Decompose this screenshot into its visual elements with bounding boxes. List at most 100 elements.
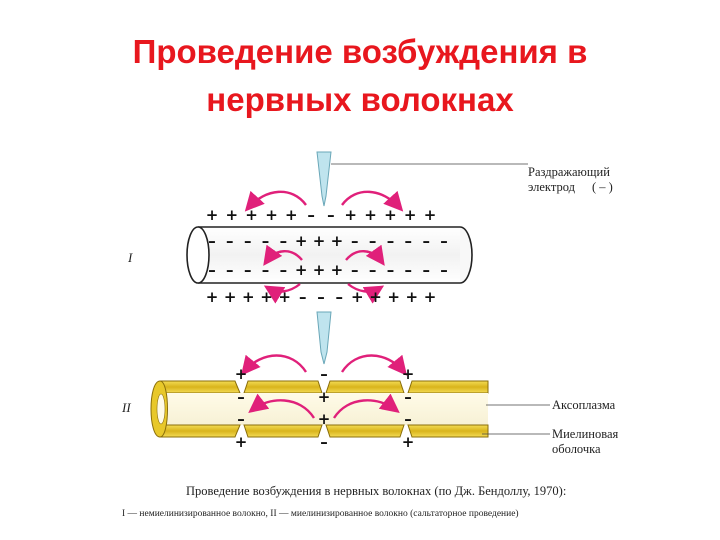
fiber-1-left-end: [186, 226, 210, 284]
charge-sign: –: [422, 261, 430, 279]
roman-label-1: I: [127, 250, 133, 265]
charge-sign: +: [285, 206, 298, 224]
node-charge-sign: +: [318, 388, 331, 406]
node-charge-sign: –: [237, 410, 245, 428]
myelin-label-line-1: Миелиновая: [552, 427, 619, 441]
charge-sign: –: [351, 261, 359, 279]
charge-sign: –: [262, 261, 270, 279]
charge-sign: –: [387, 232, 395, 250]
myelin-bottom-segment-1: [159, 424, 241, 438]
charge-sign: –: [387, 261, 395, 279]
node-charge-sign: +: [402, 365, 415, 383]
arrow-1-bottom-right: [347, 283, 385, 304]
charge-sign: –: [226, 232, 234, 250]
arrow-2-top-right: [340, 354, 408, 376]
caption-line-2: I — немиелинизированное волокно, II — ми…: [122, 508, 519, 519]
node-charge-sign: –: [404, 388, 412, 406]
myelin-label-line-2: оболочка: [552, 442, 601, 456]
myelin-top-segment-1: [159, 380, 241, 394]
fiber-1-outer-top-charges: +++++––+++++: [206, 206, 437, 224]
charge-sign: –: [208, 261, 216, 279]
charge-sign: –: [280, 232, 288, 250]
charge-sign: –: [262, 232, 270, 250]
node-charge-sign: –: [237, 388, 245, 406]
fiber-1-outer-bottom-charges: +++++–––+++++: [206, 288, 437, 306]
arrow-1-top-right: [341, 190, 404, 212]
charge-sign: +: [313, 232, 326, 250]
charge-sign: –: [335, 288, 343, 306]
title-line-1: Проведение возбуждения в: [132, 33, 588, 70]
page-title: Проведение возбуждения в нервных волокна…: [0, 28, 720, 124]
charge-sign: –: [307, 206, 315, 224]
charge-sign: +: [424, 288, 437, 306]
charge-sign: +: [278, 288, 291, 306]
myelin-top-segment-2: [243, 380, 323, 394]
charge-sign: +: [295, 261, 308, 279]
fiber-unmyelinated: +++++––+++++ –––––+++–––––– –––––+++––––…: [186, 151, 528, 306]
electrode-label-sign: ( – ): [592, 180, 613, 194]
charge-sign: –: [226, 261, 234, 279]
charge-sign: +: [369, 288, 382, 306]
fiber-myelinated: + – – + – + + – + – – +: [150, 311, 550, 451]
charge-sign: +: [331, 261, 344, 279]
charge-sign: –: [244, 232, 252, 250]
roman-label-2: II: [121, 400, 131, 415]
charge-sign: –: [440, 232, 448, 250]
axoplasm: [160, 393, 488, 425]
arrow-1-inner-left: [263, 244, 303, 266]
electrode-2: [316, 311, 332, 365]
charge-sign: –: [299, 288, 307, 306]
arrow-2-top-left: [240, 354, 308, 376]
node-charge-sign: +: [235, 433, 248, 451]
charge-sign: +: [206, 206, 219, 224]
node-charge-sign: –: [320, 365, 328, 383]
caption-line-1: Проведение возбуждения в нервных волокна…: [186, 484, 566, 498]
charge-sign: +: [224, 288, 237, 306]
charge-sign: –: [369, 261, 377, 279]
charge-sign: +: [260, 288, 273, 306]
charge-sign: –: [317, 288, 325, 306]
arrow-1-inner-right: [345, 244, 385, 266]
charge-sign: +: [406, 288, 419, 306]
charge-sign: +: [344, 206, 357, 224]
charge-sign: +: [424, 206, 437, 224]
arrow-1-bottom-left: [263, 283, 301, 304]
fiber-1-inner-bottom-charges: –––––+++––––––: [208, 261, 448, 279]
charge-sign: –: [422, 232, 430, 250]
electrode-label-line-2: электрод: [528, 180, 576, 194]
charge-sign: +: [206, 288, 219, 306]
charge-sign: +: [364, 206, 377, 224]
arrow-2-inner-left: [248, 393, 316, 419]
myelin-bottom-segment-3: [325, 424, 405, 438]
myelin-top-segment-3: [325, 380, 405, 394]
charge-sign: +: [384, 206, 397, 224]
node-charge-sign: +: [235, 365, 248, 383]
charge-sign: +: [245, 206, 258, 224]
arrow-1-top-left: [244, 190, 307, 212]
node-charge-sign: +: [318, 410, 331, 428]
charge-sign: +: [242, 288, 255, 306]
title-line-2: нервных волокнах: [206, 81, 514, 118]
fiber-1-inner-top-charges: –––––+++––––––: [208, 232, 448, 250]
node-charge-sign: –: [404, 410, 412, 428]
charge-sign: +: [226, 206, 239, 224]
charge-sign: –: [405, 261, 413, 279]
charge-sign: –: [369, 232, 377, 250]
electrode-label-line-1: Раздражающий: [528, 165, 610, 179]
charge-sign: –: [280, 261, 288, 279]
myelin-bottom-segment-2: [243, 424, 323, 438]
node-charge-sign: –: [320, 433, 328, 451]
myelin-bottom-segment-4: [407, 424, 489, 438]
fiber-2-node-charges: + – – + – + + – + – – +: [235, 365, 415, 451]
charge-sign: +: [351, 288, 364, 306]
charge-sign: –: [405, 232, 413, 250]
charge-sign: –: [327, 206, 335, 224]
charge-sign: +: [265, 206, 278, 224]
fiber-1-body: [198, 227, 460, 283]
node-charge-sign: +: [402, 433, 415, 451]
charge-sign: +: [404, 206, 417, 224]
myelin-top-segment-4: [407, 380, 489, 394]
charge-sign: –: [244, 261, 252, 279]
electrode-1: [316, 151, 332, 207]
